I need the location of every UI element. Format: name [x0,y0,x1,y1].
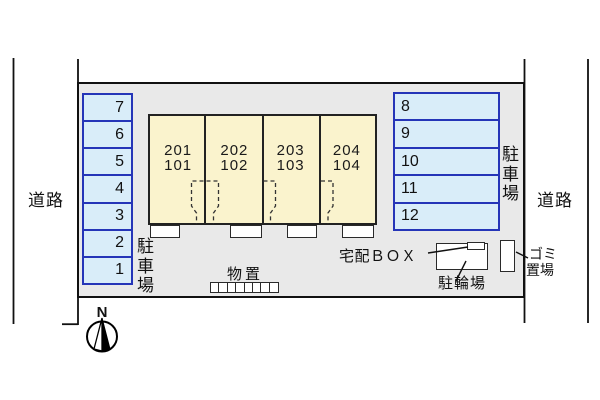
entrance-porch [287,225,317,238]
delivery-box-label: 宅配ＢＯＸ [339,248,417,265]
parking-space-number: 3 [115,207,124,225]
unit-202-102: 202 102 [206,116,262,223]
unit-divider [204,115,206,224]
unit-number-upper: 201 [164,142,193,159]
parking-space-number: 9 [401,125,410,143]
parking-block-right: 8 9 10 11 12 [393,92,500,232]
garbage-area [500,240,515,272]
unit-number-lower: 101 [164,156,193,174]
parking-space-number: 4 [115,179,124,197]
delivery-box [467,242,485,250]
parking-space-4: 4 [82,174,133,204]
storage-shed-label: 物置 [227,266,264,283]
unit-201-101: 201 101 [150,116,206,223]
parking-block-left: 7 6 5 4 3 2 1 [82,93,133,285]
parking-lot-label-right: 駐車場 [502,145,519,203]
parking-space-number: 2 [115,234,124,252]
parking-space-2: 2 [82,228,133,258]
storage-shed [210,282,279,293]
parking-space-6: 6 [82,120,133,150]
parking-lot-label-left: 駐車場 [137,237,154,295]
compass-north-label: N [96,304,108,321]
unit-divider [319,115,321,224]
parking-space-11: 11 [393,174,500,204]
parking-space-10: 10 [393,146,500,177]
unit-number-upper: 204 [332,142,361,159]
parking-space-number: 5 [115,152,124,170]
parking-space-8: 8 [393,92,500,122]
parking-space-number: 1 [115,261,124,279]
parking-space-5: 5 [82,147,133,177]
parking-space-number: 10 [401,152,419,170]
storage-cell [268,282,279,293]
garbage-area-label: ゴミ 置場 [526,246,557,278]
parking-space-number: 11 [401,179,418,197]
unit-number-lower: 102 [220,156,249,174]
unit-number-upper: 203 [276,142,305,159]
parking-space-12: 12 [393,201,500,232]
unit-number-lower: 103 [276,156,305,174]
parking-space-9: 9 [393,119,500,149]
parking-space-number: 8 [401,97,410,115]
unit-204-104: 204 104 [319,116,375,223]
parking-space-number: 7 [115,98,124,116]
compass-icon [86,317,118,353]
bicycle-parking-label: 駐輪場 [438,275,487,292]
garbage-label-line2: 置場 [526,262,554,278]
road-label-right: 道路 [537,191,573,210]
unit-203-103: 203 103 [263,116,319,223]
road-label-left: 道路 [28,191,64,210]
entrance-porch [342,225,374,238]
garbage-label-line1: ゴミ [529,246,557,262]
entrance-porch [150,225,180,238]
unit-divider [261,115,264,224]
parking-space-number: 12 [401,207,419,225]
parking-space-number: 6 [115,125,124,143]
entrance-porch [230,225,262,238]
unit-number-upper: 202 [220,142,249,159]
parking-space-3: 3 [82,201,133,231]
parking-space-1: 1 [82,255,133,285]
unit-number-lower: 104 [332,156,361,174]
parking-space-7: 7 [82,93,133,123]
